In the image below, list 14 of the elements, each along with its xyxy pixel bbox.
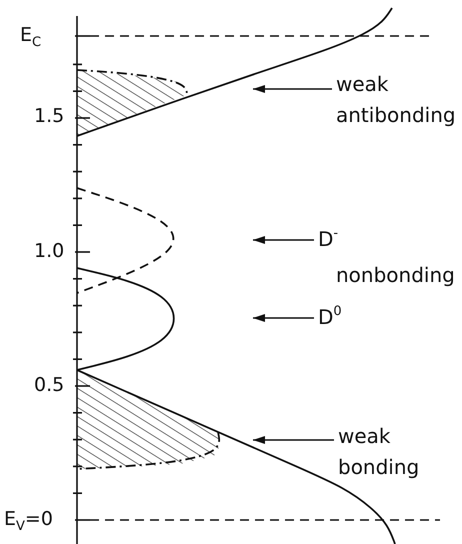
axis-tick-label: 1.0 xyxy=(34,240,64,262)
axis-tick-label: E$_{V}$=0 xyxy=(4,508,53,530)
arrow xyxy=(253,436,334,444)
axis-tick-label: E$_{C}$ xyxy=(20,24,42,46)
axis-tick-label: 1.5 xyxy=(34,105,64,127)
arrow xyxy=(253,85,332,93)
annotation-text: weak bonding xyxy=(338,421,462,483)
axis-tick-label: 0.5 xyxy=(34,374,64,396)
annotation-text: weak antibonding xyxy=(336,69,461,131)
arrow xyxy=(253,314,314,322)
arrow xyxy=(253,236,314,244)
annotation-text: D$^{-}$ xyxy=(318,224,338,255)
annotation-text: nonbonding xyxy=(336,260,455,291)
annotation-text: D$^{0}$ xyxy=(318,302,342,333)
